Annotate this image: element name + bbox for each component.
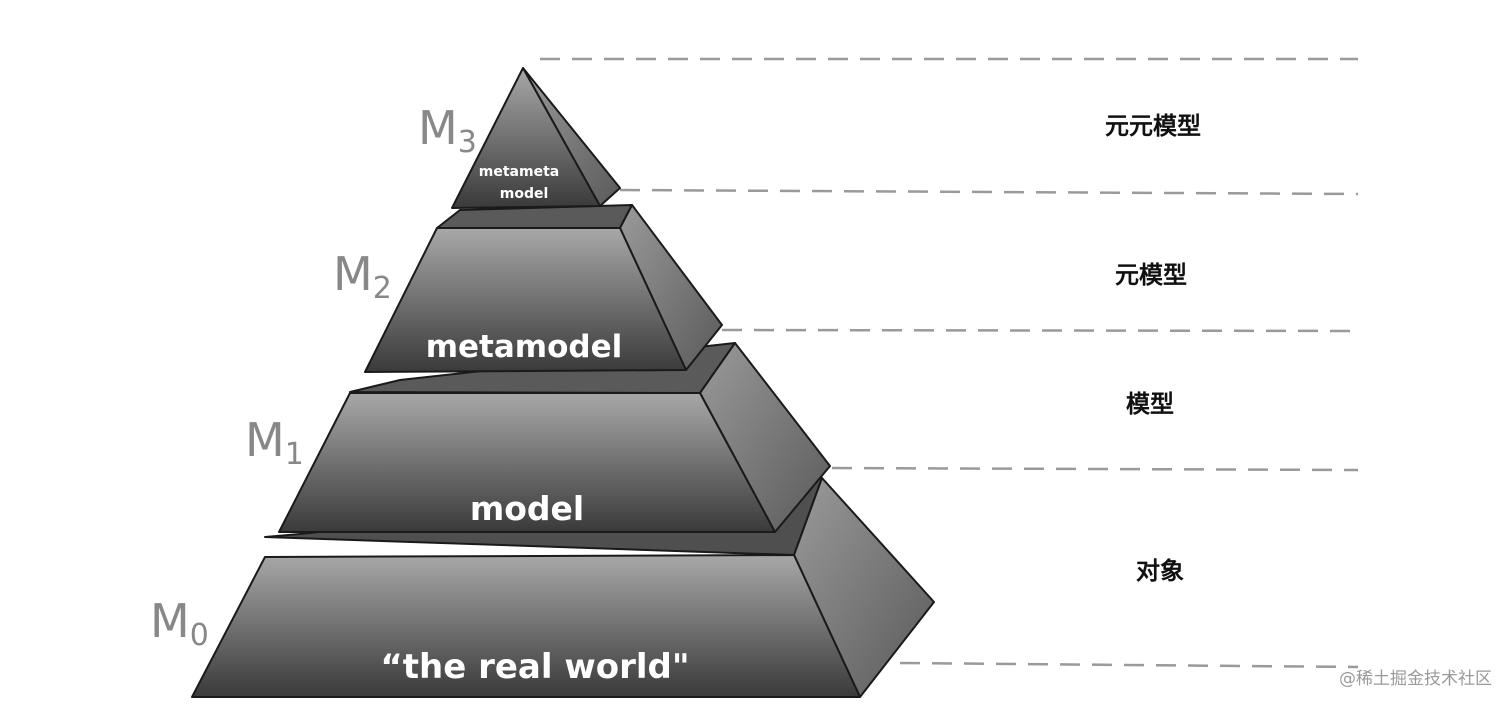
- guide-line-m3: [620, 190, 1358, 194]
- svg-text:M3: M3: [418, 101, 477, 160]
- svg-text:M1: M1: [245, 413, 304, 472]
- level-m0-sub: 0: [190, 618, 209, 653]
- level-m0-letter: M: [150, 594, 190, 648]
- svg-text:M0: M0: [150, 594, 209, 653]
- level-m3-sub: 3: [458, 125, 477, 160]
- zh-label-m2: 元模型: [1115, 261, 1187, 289]
- guide-line-m1: [832, 468, 1358, 470]
- level-m3-letter: M: [418, 101, 458, 155]
- zh-label-m1: 模型: [1126, 390, 1174, 418]
- level-m1-letter: M: [245, 413, 285, 467]
- tier-m3-label-line2: model: [500, 186, 549, 202]
- level-label-m3: M3: [418, 101, 477, 160]
- level-m2-letter: M: [333, 247, 373, 301]
- level-m2-sub: 2: [373, 271, 392, 306]
- guide-line-m2: [722, 330, 1358, 331]
- tier-m0-label: “the real world": [380, 647, 689, 687]
- level-label-m1: M1: [245, 413, 304, 472]
- tier-m1-label: model: [470, 489, 584, 528]
- zh-label-m0: 对象: [1136, 557, 1184, 585]
- tier-m2-label: metamodel: [426, 329, 623, 365]
- level-label-m0: M0: [150, 594, 209, 653]
- level-label-m2: M2: [333, 247, 392, 306]
- tier-m3-label-line1: metameta: [479, 164, 559, 180]
- guide-line-m0: [900, 663, 1358, 667]
- svg-text:M2: M2: [333, 247, 392, 306]
- zh-label-m3: 元元模型: [1105, 112, 1201, 140]
- level-m1-sub: 1: [285, 437, 304, 472]
- watermark: @稀土掘金技术社区: [1339, 669, 1492, 689]
